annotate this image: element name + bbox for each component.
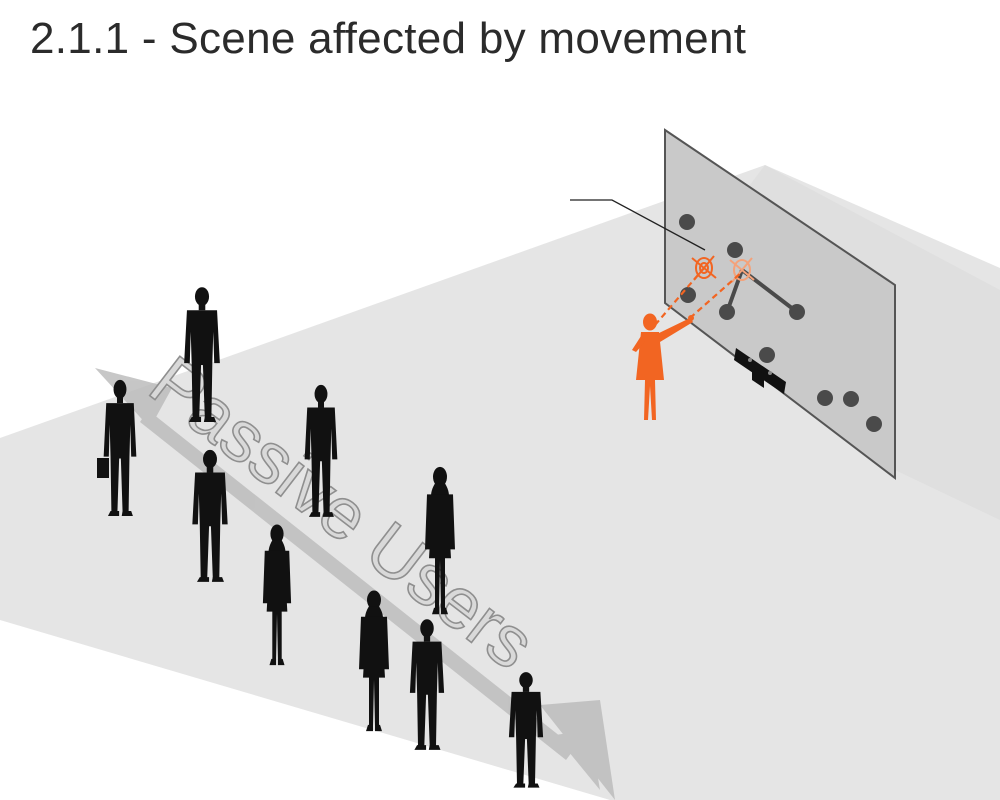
callout-line (570, 199, 706, 251)
briefcase-icon (97, 458, 109, 478)
sensor-device (734, 348, 786, 394)
page-title: 2.1.1 - Scene affected by movement (30, 14, 747, 63)
passive-users-arrow (95, 368, 615, 800)
display-panel (664, 128, 896, 481)
panel-dots (679, 214, 882, 432)
active-user-figure (632, 313, 694, 420)
passive-users (97, 287, 544, 788)
pointing-rays (654, 267, 743, 326)
